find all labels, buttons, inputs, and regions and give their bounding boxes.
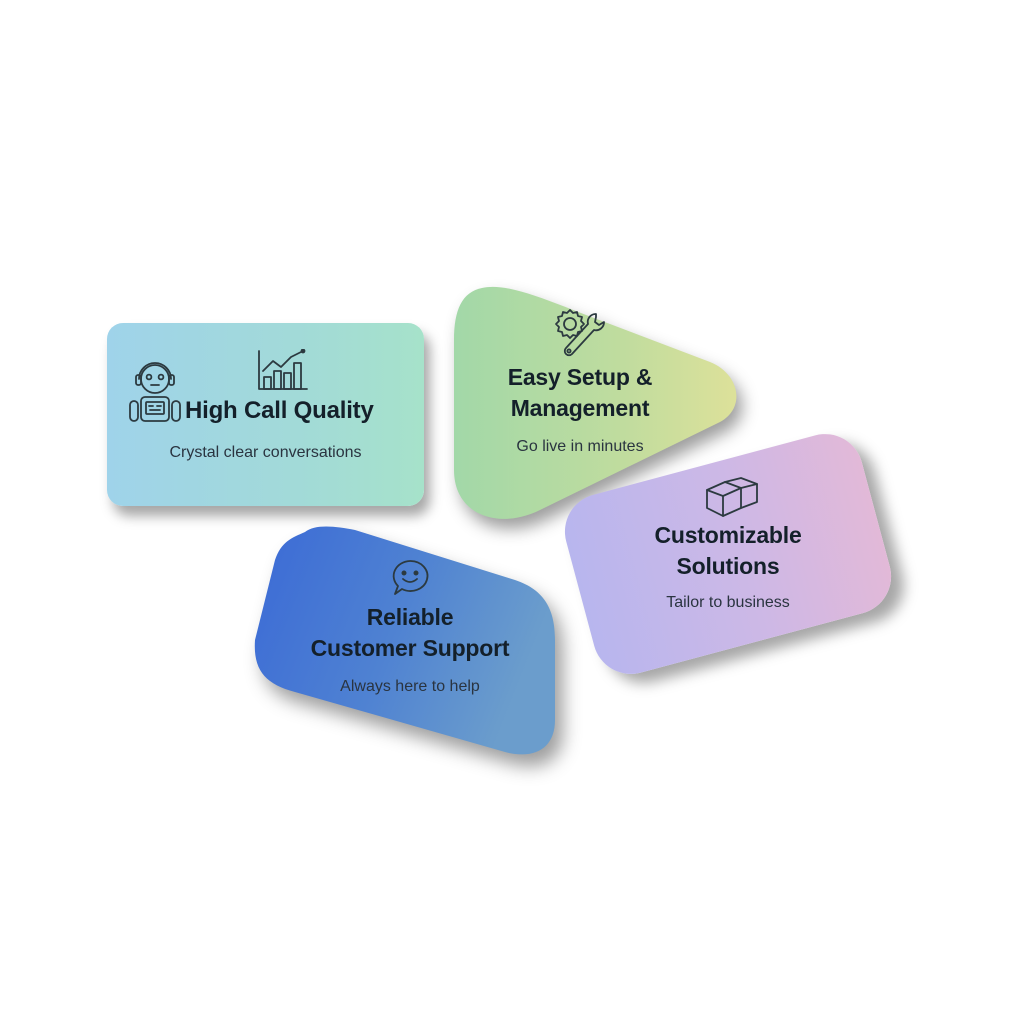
card-title-line: Easy Setup & bbox=[507, 364, 653, 390]
card-easy-setup: Easy Setup & Management Go live in minut… bbox=[440, 280, 740, 530]
gear-wrench-icon bbox=[555, 309, 605, 357]
smiley-chat-bubble-icon bbox=[392, 560, 429, 595]
card-title-line: Customizable bbox=[654, 522, 802, 548]
card-title: High Call Quality bbox=[185, 397, 374, 424]
card-subtitle: Crystal clear conversations bbox=[169, 444, 362, 461]
card-title-line: Solutions bbox=[676, 553, 780, 579]
card-reliable-support: Reliable Customer Support Always here to… bbox=[245, 520, 575, 770]
card-customizable: Customizable Solutions Tailor to busines… bbox=[556, 425, 900, 683]
card-reliable-support-wrapper: Reliable Customer Support Always here to… bbox=[245, 520, 575, 770]
card-title: Customizable Solutions bbox=[575, 520, 881, 582]
card-title: Easy Setup & Management bbox=[480, 362, 680, 424]
card-title: Reliable Customer Support bbox=[245, 602, 575, 664]
card-high-call-quality: High Call Quality Crystal clear conversa… bbox=[107, 323, 424, 506]
bar-chart-trend-icon bbox=[258, 349, 308, 390]
card-easy-setup-wrapper: Easy Setup & Management Go live in minut… bbox=[440, 280, 760, 530]
card-subtitle: Always here to help bbox=[340, 678, 480, 695]
card-reliable-support-shape bbox=[254, 526, 555, 755]
card-easy-setup-shape bbox=[454, 286, 737, 519]
card-title-line: Reliable bbox=[366, 604, 454, 630]
card-title-line: Management bbox=[510, 395, 650, 421]
boxes-icon bbox=[706, 477, 758, 517]
card-subtitle: Tailor to business bbox=[666, 594, 790, 611]
robot-headset-icon bbox=[129, 362, 181, 422]
card-subtitle: Go live in minutes bbox=[516, 438, 644, 455]
card-title-line: Customer Support bbox=[310, 635, 510, 661]
